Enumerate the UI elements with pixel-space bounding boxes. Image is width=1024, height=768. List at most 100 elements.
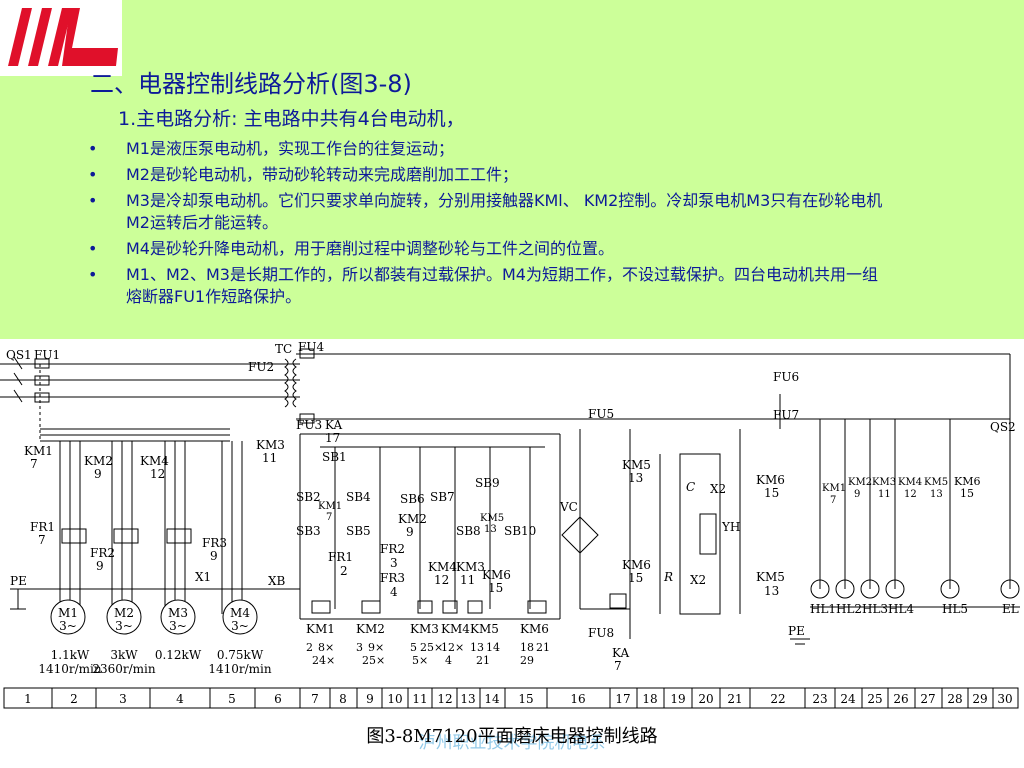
label-sb8: SB8 bbox=[456, 524, 481, 538]
label-main-contact-num: 11 bbox=[262, 451, 277, 465]
coil-table-cell: 24× bbox=[312, 654, 335, 667]
relay-label: KM5 bbox=[924, 477, 948, 488]
motor-phase: 3~ bbox=[59, 619, 77, 633]
label-qs2: QS2 bbox=[990, 420, 1016, 434]
diagram-labels: QS1 FU1 QS2 TC FU4 FU2 FU3 KA 17 FU5 FU6… bbox=[6, 340, 1019, 673]
zone-number: 8 bbox=[339, 692, 347, 706]
zone-number: 30 bbox=[997, 692, 1012, 706]
label-main-contact: KM2 bbox=[84, 454, 113, 468]
label-main-contact-num: 7 bbox=[30, 457, 38, 471]
coil-table-cell: × bbox=[455, 641, 464, 654]
coil-table-cell: 9× bbox=[368, 641, 384, 654]
motor-id: M2 bbox=[114, 606, 134, 620]
label-control-contact: KM3 bbox=[456, 560, 485, 574]
bullet-item: M2是砂轮电动机，带动砂轮转动来完成磨削加工工件； bbox=[86, 164, 886, 186]
figure-caption: 图3-8M7120平面磨床电器控制线路 bbox=[366, 726, 658, 747]
label-main-contact-num: 9 bbox=[94, 467, 102, 481]
bullet-list: M1是液压泵电动机，实现工作台的往复运动； M2是砂轮电动机，带动砂轮转动来完成… bbox=[86, 138, 886, 312]
coil-label: KM3 bbox=[410, 622, 439, 636]
motor-speed: 1410r/min bbox=[208, 662, 272, 676]
label-chuck-coil: YH bbox=[721, 520, 740, 534]
motor-power: 3kW bbox=[110, 648, 138, 662]
coil-label: KM1 bbox=[306, 622, 335, 636]
label-sb4: SB4 bbox=[346, 490, 371, 504]
zone-number: 18 bbox=[642, 692, 657, 706]
label-main-contact: KM1 bbox=[24, 444, 53, 458]
relay-label-num: 7 bbox=[830, 495, 836, 506]
label-control-contact: KM2 bbox=[398, 512, 427, 526]
label-chuck-relay: KA bbox=[612, 646, 629, 660]
label-chuck-contact-num: 15 bbox=[764, 486, 779, 500]
logo-l-shape bbox=[62, 8, 118, 66]
label-fr-contact-num: 3 bbox=[390, 556, 398, 570]
label-overload-num: 7 bbox=[38, 533, 46, 547]
watermark: 泸州职业技术学院机电系 bbox=[418, 733, 606, 753]
school-logo-icon bbox=[8, 8, 118, 66]
zone-number: 20 bbox=[698, 692, 713, 706]
relay-label: KM6 bbox=[954, 475, 980, 488]
relay-label-num: 11 bbox=[878, 489, 891, 500]
motor-id: M3 bbox=[168, 606, 188, 620]
label-chuck-contact: KM6 bbox=[756, 473, 785, 487]
label-sb7: SB7 bbox=[430, 490, 455, 504]
motor-labels: M1 3~ 1.1kW 1410r/min M2 3~ 3kW 2360r/mi… bbox=[38, 606, 272, 676]
motor-phase: 3~ bbox=[169, 619, 187, 633]
label-control-contact: KM4 bbox=[428, 560, 457, 574]
label-x1: X1 bbox=[195, 570, 211, 584]
zone-number: 26 bbox=[893, 692, 908, 706]
zone-number: 16 bbox=[570, 692, 585, 706]
zone-number: 25 bbox=[867, 692, 882, 706]
motor-id: M1 bbox=[58, 606, 78, 620]
label-fr-contact: FR1 bbox=[328, 550, 353, 564]
zone-number: 9 bbox=[366, 692, 374, 706]
label-sb3: SB3 bbox=[296, 524, 321, 538]
motor-symbol bbox=[160, 599, 196, 635]
label-overload-num: 9 bbox=[96, 559, 104, 573]
label-fr-contact: FR3 bbox=[380, 571, 405, 585]
motor-symbol bbox=[106, 599, 142, 635]
motor-id: M4 bbox=[230, 606, 250, 620]
zone-number: 5 bbox=[228, 692, 236, 706]
label-ka: KA bbox=[325, 418, 342, 432]
slide-subtitle: 1.主电路分析: 主电路中共有4台电动机， bbox=[118, 108, 465, 130]
coil-table-cell: 25× bbox=[362, 654, 385, 667]
label-overload: FR1 bbox=[30, 520, 55, 534]
label-sb2: SB2 bbox=[296, 490, 321, 504]
motor-power: 1.1kW bbox=[51, 648, 90, 662]
zone-number: 13 bbox=[460, 692, 475, 706]
label-sb5: SB5 bbox=[346, 524, 371, 538]
label-capacitor: C bbox=[686, 480, 695, 494]
label-overload: FR3 bbox=[202, 536, 227, 550]
zone-number: 15 bbox=[518, 692, 533, 706]
coil-table-cell: 14 bbox=[486, 641, 500, 654]
coil-table-cell: 21 bbox=[536, 641, 550, 654]
label-fr-contact: FR2 bbox=[380, 542, 405, 556]
zone-strip-labels: 1 2 3 4 5 6 7 8 9 10 11 12 13 14 15 16 1… bbox=[24, 692, 1012, 706]
zone-number: 7 bbox=[311, 692, 319, 706]
label-fu5: FU5 bbox=[588, 407, 614, 421]
zone-number: 24 bbox=[840, 692, 856, 706]
zone-number: 3 bbox=[119, 692, 127, 706]
coil-table-cell: 12 bbox=[441, 641, 455, 654]
label-overload-num: 9 bbox=[210, 549, 218, 563]
zone-number: 17 bbox=[615, 692, 630, 706]
label-control-contact: KM5 bbox=[480, 513, 504, 524]
relay-label-num: 15 bbox=[960, 487, 974, 500]
logo-stripe bbox=[48, 8, 72, 66]
coil-table-cell: 18 bbox=[520, 641, 534, 654]
label-control-contact-num: 15 bbox=[488, 581, 503, 595]
label-control-contact-num: 7 bbox=[326, 512, 332, 523]
label-fu2: FU2 bbox=[248, 360, 274, 374]
label-fr-contact-num: 2 bbox=[340, 564, 348, 578]
label-sb9: SB9 bbox=[475, 476, 500, 490]
coil-table-cell: 25× bbox=[420, 641, 443, 654]
lamp-label: HL1 bbox=[810, 602, 836, 616]
coil-table-cell: 13 bbox=[470, 641, 484, 654]
label-sb1: SB1 bbox=[322, 450, 347, 464]
coil-table-cell: 4 bbox=[445, 654, 452, 667]
zone-number: 28 bbox=[947, 692, 962, 706]
relay-label: KM2 bbox=[848, 477, 872, 488]
lamp-label: HL2 bbox=[836, 602, 862, 616]
label-pe: PE bbox=[10, 574, 27, 588]
zone-number: 21 bbox=[727, 692, 742, 706]
